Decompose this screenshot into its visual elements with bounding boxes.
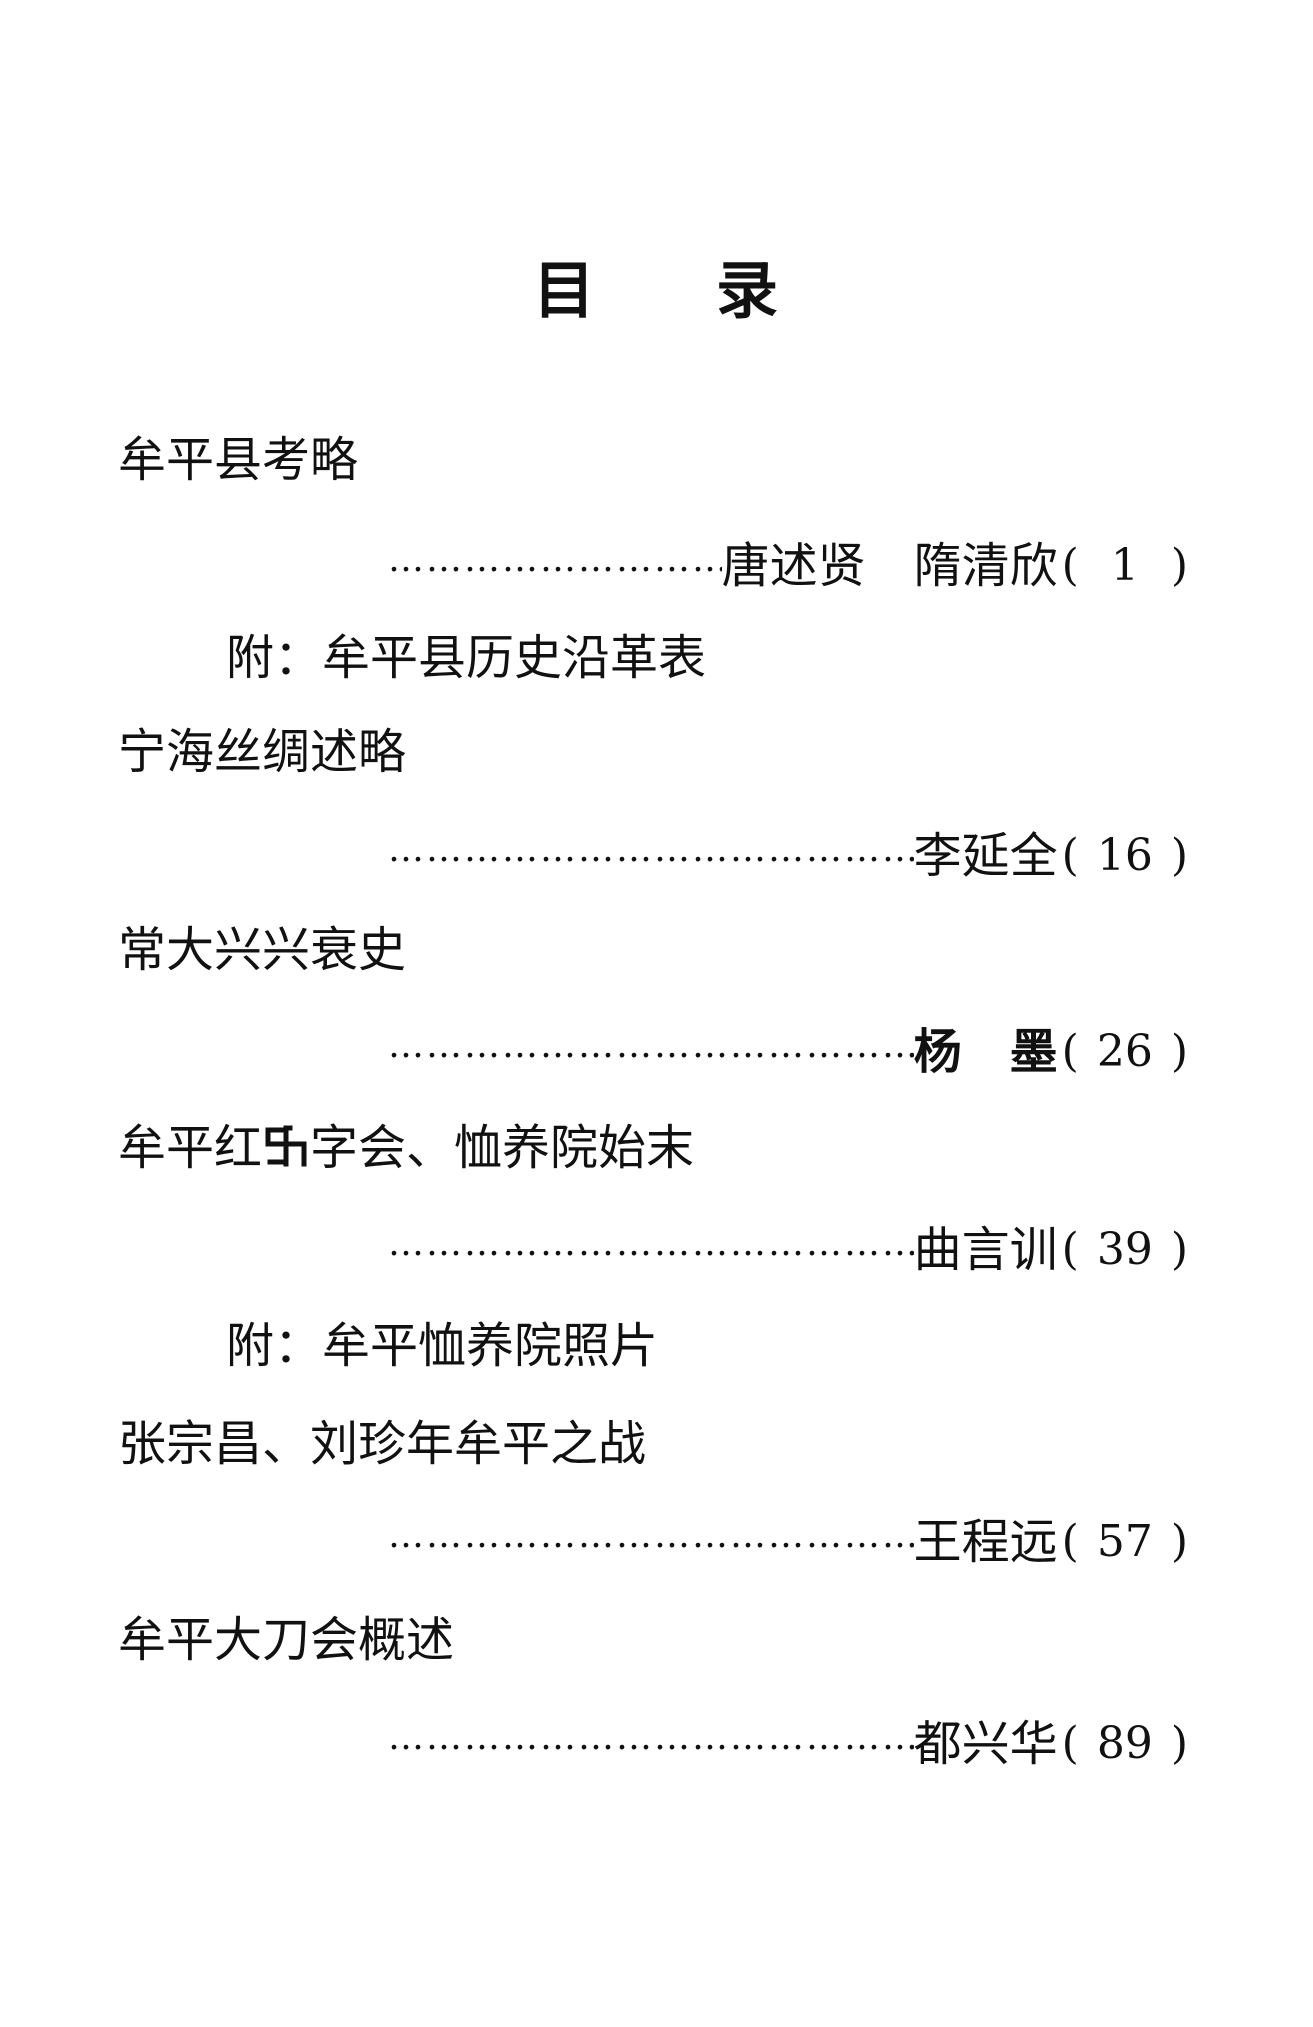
entry-title-part-1: 牟平红 (118, 1120, 263, 1176)
page-ref: (89) (1062, 1714, 1188, 1774)
entry-title[interactable]: 宁海丝绸述略 (118, 724, 407, 780)
appendix-title: 牟平县历史沿革表 (322, 630, 707, 686)
entry-author: 李延全 (913, 828, 1058, 884)
entry-author-line[interactable]: …………………………………………………… 都兴华 (89) (388, 1714, 1188, 1774)
entry-author: 王程远 (913, 1514, 1058, 1570)
entry-title[interactable]: 张宗昌、刘珍年牟平之战 (118, 1416, 647, 1472)
entry-author-line[interactable]: …………………………………………………… 唐述贤 隋清欣 (1) (388, 536, 1188, 596)
appendix-label: 附： (226, 1318, 323, 1374)
entry-author: 曲言训 (913, 1222, 1058, 1278)
entry-author-line[interactable]: …………………………………………………… 曲言训 (39) (388, 1220, 1188, 1280)
entry-author-line[interactable]: …………………………………………………… 杨 墨 (26) (388, 1022, 1188, 1082)
page-number: 89 (1096, 1718, 1153, 1769)
page-ref: (57) (1062, 1512, 1188, 1572)
entry-appendix[interactable]: 附：牟平县历史沿革表 (226, 628, 706, 688)
leader-dots: …………………………………………………… (388, 829, 914, 870)
entry-title[interactable]: 牟平红字会、恤养院始末 (118, 1118, 694, 1178)
leader-dots: …………………………………………………… (388, 539, 722, 580)
page-ref: (16) (1062, 826, 1188, 886)
title-char-2: 录 (716, 254, 779, 327)
page-number: 16 (1096, 830, 1153, 881)
entry-title[interactable]: 牟平县考略 (118, 432, 359, 488)
leader-dots: …………………………………………………… (388, 1717, 914, 1758)
page-ref: (26) (1062, 1022, 1188, 1082)
leader-dots: …………………………………………………… (388, 1223, 914, 1264)
leader-dots: …………………………………………………… (388, 1515, 914, 1556)
entry-author: 杨 墨 (913, 1024, 1058, 1080)
entry-author: 都兴华 (913, 1716, 1058, 1772)
title-char-1: 目 (533, 254, 596, 327)
leader-dots: …………………………………………………… (388, 1025, 914, 1066)
entry-author-line[interactable]: …………………………………………………… 李延全 (16) (388, 826, 1188, 886)
entry-title[interactable]: 牟平大刀会概述 (118, 1612, 455, 1668)
page-ref: (1) (1062, 536, 1188, 596)
page-number: 57 (1096, 1516, 1153, 1567)
appendix-title: 牟平恤养院照片 (322, 1318, 659, 1374)
page-number: 1 (1110, 540, 1139, 591)
appendix-label: 附： (226, 630, 323, 686)
entry-author: 唐述贤 隋清欣 (721, 538, 1058, 594)
page-number: 39 (1096, 1224, 1153, 1275)
page-ref: (39) (1062, 1220, 1188, 1280)
entry-title-part-2: 字会、恤养院始末 (310, 1120, 695, 1176)
entry-title[interactable]: 常大兴兴衰史 (118, 922, 407, 978)
entry-author-line[interactable]: …………………………………………………… 王程远 (57) (388, 1512, 1188, 1572)
entry-appendix[interactable]: 附：牟平恤养院照片 (226, 1316, 658, 1376)
page-number: 26 (1096, 1026, 1153, 1077)
manji-icon (265, 1125, 307, 1167)
